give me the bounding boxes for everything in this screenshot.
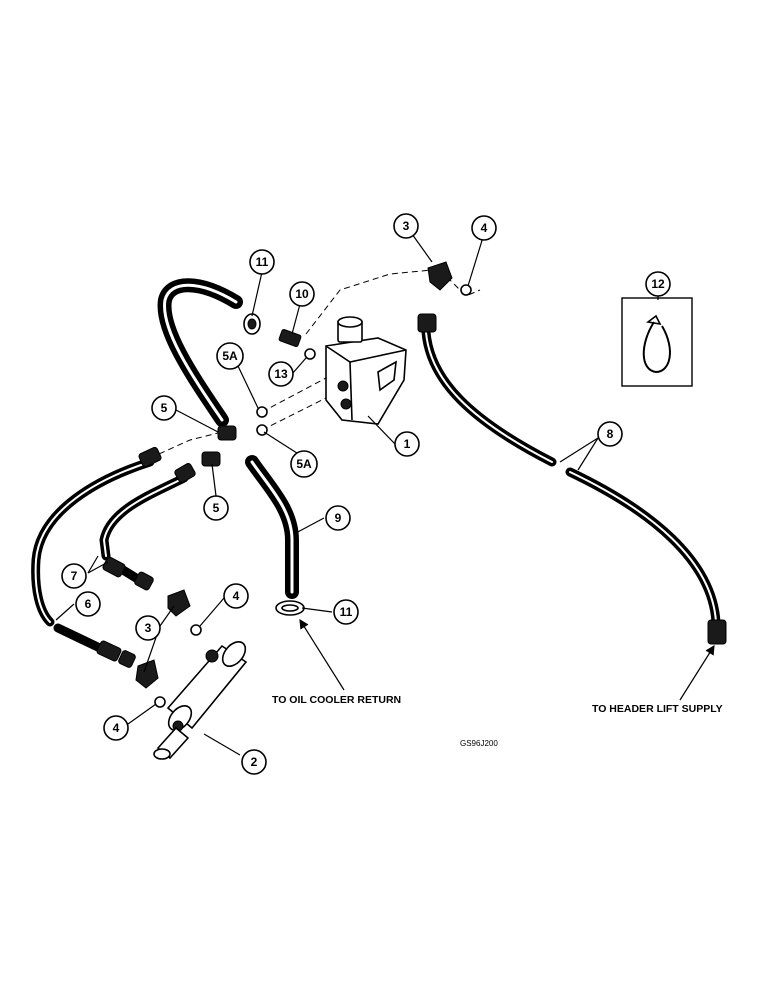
callout-6: 6 — [75, 591, 101, 617]
label-header-lift-supply: TO HEADER LIFT SUPPLY — [592, 703, 723, 715]
cylinder — [153, 641, 248, 760]
svg-text:4: 4 — [233, 589, 240, 603]
callout-4-mid: 4 — [223, 583, 249, 609]
hose-8 — [421, 327, 721, 627]
valve-block — [325, 316, 407, 425]
callout-5-lower: 5 — [203, 495, 229, 521]
callout-4-top: 4 — [471, 215, 497, 241]
leader-lines — [55, 233, 659, 756]
callout-11-top: 11 — [249, 249, 275, 275]
svg-text:4: 4 — [113, 721, 120, 735]
svg-text:7: 7 — [71, 569, 78, 583]
callout-12: 12 — [645, 271, 671, 297]
svg-text:10: 10 — [295, 287, 309, 301]
callout-11-bottom: 11 — [333, 599, 359, 625]
hose-u-shaped — [157, 278, 243, 427]
svg-text:1: 1 — [404, 437, 411, 451]
callout-7: 7 — [61, 563, 87, 589]
svg-text:6: 6 — [85, 597, 92, 611]
svg-text:5: 5 — [161, 401, 168, 415]
callout-3-top: 3 — [393, 213, 419, 239]
callout-5a-upper: 5A — [216, 342, 244, 370]
lower-fittings — [135, 589, 202, 708]
svg-text:8: 8 — [607, 427, 614, 441]
destination-arrows — [299, 618, 715, 701]
svg-text:12: 12 — [651, 277, 665, 291]
svg-text:11: 11 — [340, 605, 353, 619]
hose-fittings — [96, 313, 727, 668]
callout-3-lower: 3 — [135, 615, 161, 641]
callout-1: 1 — [394, 431, 420, 457]
hose-6 — [31, 457, 155, 655]
svg-text:3: 3 — [145, 621, 152, 635]
svg-text:3: 3 — [403, 219, 410, 233]
svg-text:5A: 5A — [222, 349, 238, 363]
callout-4-lower: 4 — [103, 715, 129, 741]
clamp-detail-box — [621, 297, 693, 387]
svg-text:5: 5 — [213, 501, 220, 515]
callout-5a-lower: 5A — [290, 450, 318, 478]
svg-text:4: 4 — [481, 221, 488, 235]
svg-text:11: 11 — [256, 255, 269, 269]
svg-text:9: 9 — [335, 511, 342, 525]
svg-text:13: 13 — [274, 367, 288, 381]
callout-2: 2 — [241, 749, 267, 775]
label-oil-cooler-return: TO OIL COOLER RETURN — [272, 694, 401, 706]
hose-oil-cooler-return — [245, 455, 299, 599]
drawing-code: GS96J200 — [460, 739, 498, 748]
callout-13: 13 — [268, 361, 294, 387]
callout-5-upper: 5 — [151, 395, 177, 421]
svg-text:2: 2 — [251, 755, 258, 769]
svg-text:5A: 5A — [296, 457, 312, 471]
callout-8: 8 — [597, 421, 623, 447]
callout-10: 10 — [289, 281, 315, 307]
callout-9: 9 — [325, 505, 351, 531]
